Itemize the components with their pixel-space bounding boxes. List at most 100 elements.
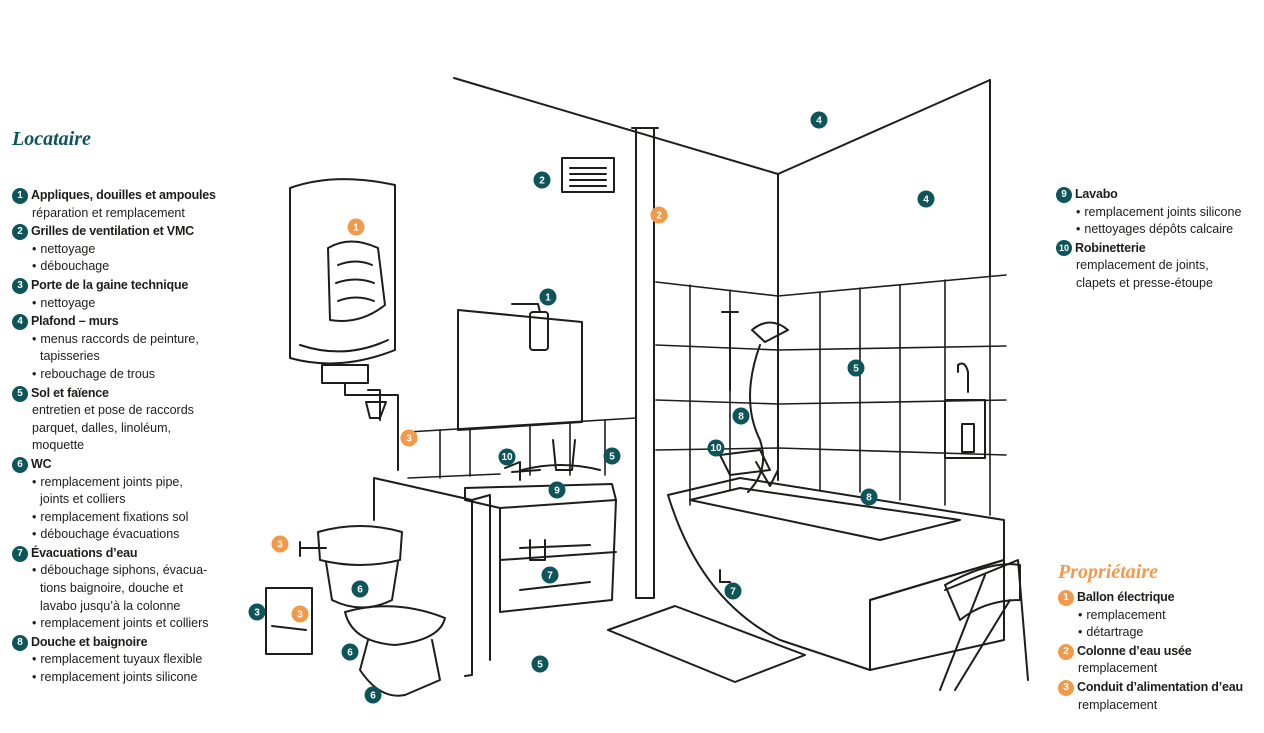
legend-item-title: Colonne d’eau usée xyxy=(1077,643,1192,658)
svg-text:1: 1 xyxy=(545,293,551,304)
svg-text:10: 10 xyxy=(710,443,722,454)
svg-text:6: 6 xyxy=(370,691,376,702)
toilet-partition xyxy=(373,477,491,677)
svg-text:8: 8 xyxy=(738,412,744,423)
water-heater xyxy=(289,178,399,471)
legend-number-badge: 1 xyxy=(12,188,28,204)
waste-pipe-column xyxy=(635,127,655,599)
svg-text:3: 3 xyxy=(297,610,303,621)
legend-item-detail: menus raccords de peinture, xyxy=(24,331,244,349)
legend-item-detail: joints et colliers xyxy=(40,492,126,507)
svg-text:5: 5 xyxy=(609,452,615,463)
legend-item-title: WC xyxy=(31,456,52,471)
legend-item-detail: remplacement tuyaux flexible xyxy=(24,651,244,669)
legend-item-title: Lavabo xyxy=(1075,187,1118,201)
legend-item-detail: nettoyage xyxy=(24,241,244,259)
svg-text:3: 3 xyxy=(277,540,283,551)
legend-item-detail: détartrage xyxy=(1070,624,1260,642)
legend-item-detail: remplacement joints pipe, xyxy=(24,474,244,492)
svg-text:1: 1 xyxy=(353,223,359,234)
shower-shelf xyxy=(944,362,986,459)
legend-item-detail: entretien et pose de raccords xyxy=(32,403,194,418)
legend-item-detail: débouchage évacuations xyxy=(24,526,244,544)
marker: 3 xyxy=(248,603,266,621)
bathtub xyxy=(667,477,1005,671)
marker: 1 xyxy=(539,288,557,306)
legend-item-detail: réparation et remplacement xyxy=(32,205,185,220)
legend-item-detail: nettoyage xyxy=(24,295,244,313)
legend-item-title: Douche et baignoire xyxy=(31,634,148,649)
legend-item-title: Conduit d’alimentation d’eau xyxy=(1077,679,1243,694)
legend-number-badge: 2 xyxy=(12,224,28,241)
svg-text:2: 2 xyxy=(539,176,545,187)
svg-text:2: 2 xyxy=(656,211,662,222)
marker: 4 xyxy=(917,190,935,208)
svg-text:4: 4 xyxy=(923,195,929,206)
proprietaire-title: Propriétaire xyxy=(1058,561,1158,583)
svg-text:7: 7 xyxy=(730,587,736,598)
towel-rack xyxy=(939,559,1029,691)
marker: 3 xyxy=(291,605,309,623)
ceiling-line xyxy=(453,77,991,175)
legend-item-detail: remplacement fixations sol xyxy=(24,509,244,527)
legend-number-badge: 7 xyxy=(12,545,28,562)
marker: 1 xyxy=(347,218,365,236)
svg-text:9: 9 xyxy=(554,486,560,497)
marker: 5 xyxy=(531,655,549,673)
shower-set xyxy=(719,311,789,493)
marker: 5 xyxy=(847,359,865,377)
legend-item-title: Appliques, douilles et ampoules xyxy=(31,188,216,202)
legend-item: 6WCremplacement joints pipe,joints et co… xyxy=(12,456,244,544)
legend-number-badge: 2 xyxy=(1058,643,1074,660)
legend-item-detail: remplacement xyxy=(1078,661,1158,676)
marker: 5 xyxy=(603,447,621,465)
legend-item-detail: tapisseries xyxy=(40,349,100,364)
svg-text:10: 10 xyxy=(501,452,513,463)
legend-item-title: Ballon électrique xyxy=(1077,590,1175,604)
svg-text:6: 6 xyxy=(347,648,353,659)
svg-text:5: 5 xyxy=(853,364,859,375)
marker: 6 xyxy=(351,580,369,598)
svg-text:3: 3 xyxy=(254,608,260,619)
legend-item-detail: remplacement de joints, xyxy=(1076,258,1209,273)
marker: 10 xyxy=(498,448,516,466)
legend-number-badge: 9 xyxy=(1056,187,1072,203)
legend-item-detail: nettoyages dépôts calcaire xyxy=(1068,221,1256,239)
legend-number-badge: 4 xyxy=(12,314,28,331)
markers: 4 4 2 1 2 1 3 5 10 9 5 8 10 8 7 7 3 6 3 … xyxy=(248,111,935,704)
legend-item-detail: rebouchage de trous xyxy=(24,366,244,384)
legend-number-badge: 10 xyxy=(1056,239,1072,256)
legend-item-detail: remplacement joints silicone xyxy=(24,669,244,687)
legend-item-title: Robinetterie xyxy=(1075,240,1146,255)
legend-number-badge: 5 xyxy=(12,385,28,402)
marker: 3 xyxy=(271,535,289,553)
svg-text:7: 7 xyxy=(547,571,553,582)
marker: 9 xyxy=(548,481,566,499)
svg-text:4: 4 xyxy=(816,116,822,127)
legend-number-badge: 8 xyxy=(12,634,28,651)
mirror xyxy=(457,309,583,431)
marker: 8 xyxy=(860,488,878,506)
legend-item-detail: remplacement joints silicone xyxy=(1068,204,1256,222)
marker: 3 xyxy=(400,429,418,447)
locataire-title: Locataire xyxy=(12,128,91,150)
legend-number-badge: 3 xyxy=(12,277,28,294)
legend-number-badge: 3 xyxy=(1058,679,1074,696)
legend-item-detail: débouchage siphons, évacua- xyxy=(24,562,244,580)
marker: 2 xyxy=(650,206,668,224)
